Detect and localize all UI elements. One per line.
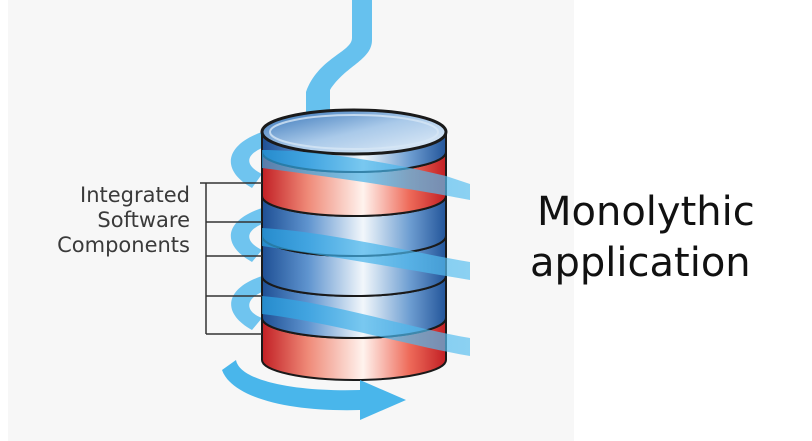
flow-arrow-bottom: [222, 360, 406, 420]
flow-arrow-back-3: [231, 276, 262, 330]
caption-line-2: application: [530, 240, 751, 286]
cylinder: [260, 108, 448, 381]
flow-arrow-back-1: [230, 132, 262, 188]
flow-arrow-front-1: [262, 150, 470, 200]
flow-arrow-back-2: [230, 208, 262, 262]
components-label-line-3: Components: [57, 233, 190, 257]
caption-line-1: Monolythic: [537, 189, 755, 235]
flow-arrow-front-3: [262, 296, 470, 356]
components-label-line-1: Integrated: [80, 183, 190, 207]
components-label-line-2: Software: [97, 208, 190, 232]
flow-arrow-front-2: [262, 228, 470, 280]
flow-arrow-top: [306, 0, 372, 140]
label-bracket: [200, 182, 262, 335]
cylinder-top-face: [260, 108, 448, 156]
